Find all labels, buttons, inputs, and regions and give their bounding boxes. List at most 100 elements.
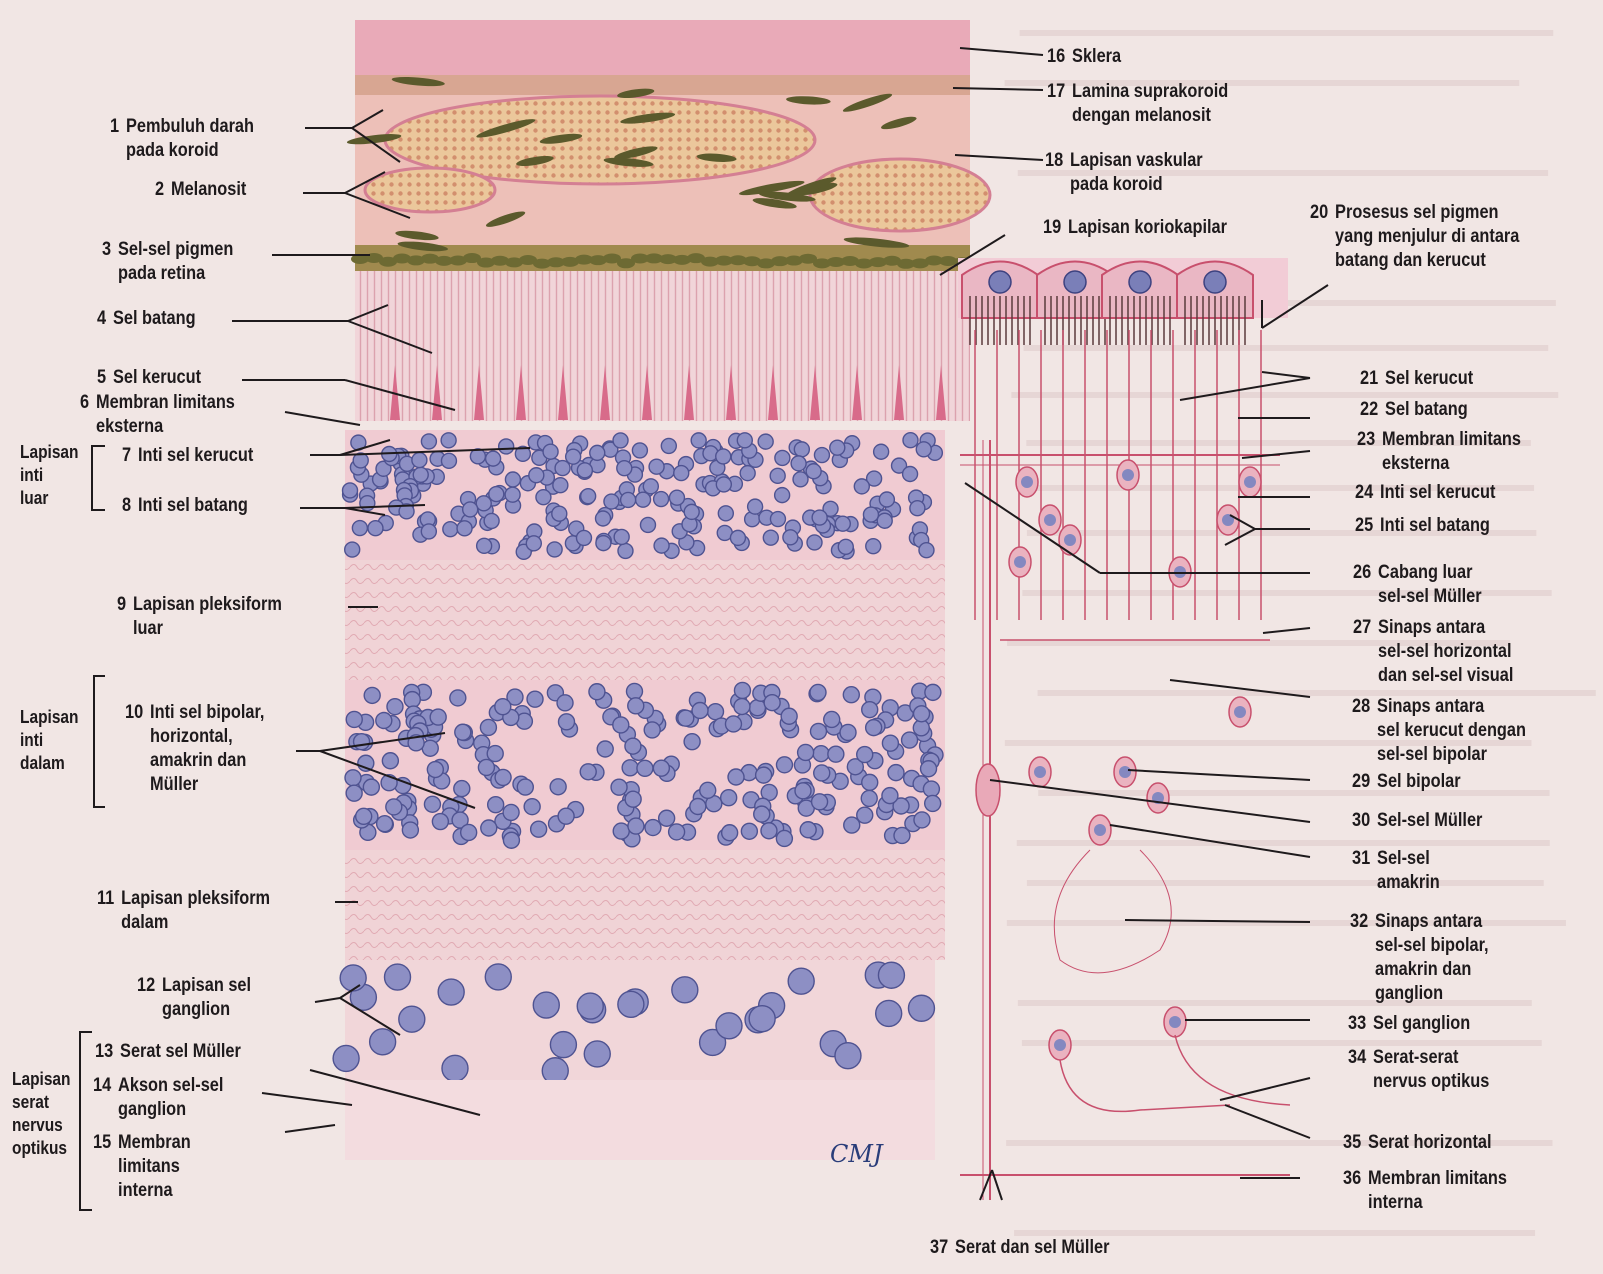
- nucleus: [543, 444, 558, 459]
- nucleus: [484, 513, 499, 528]
- nucleus: [597, 741, 613, 757]
- nucleus: [730, 530, 745, 545]
- nucleus: [659, 810, 675, 826]
- nucleus: [716, 477, 731, 492]
- nucleus: [716, 449, 731, 464]
- label-9: 9Lapisan pleksiformluar: [117, 593, 282, 641]
- nucleus: [529, 468, 544, 483]
- nucleus: [902, 732, 918, 748]
- nucleus: [776, 830, 792, 846]
- nucleus: [783, 530, 798, 545]
- leader-line: [1220, 1078, 1310, 1100]
- nucleus: [636, 492, 651, 507]
- nucleus: [862, 774, 878, 790]
- nucleus: [749, 700, 765, 716]
- nucleus: [903, 467, 918, 482]
- nucleus: [888, 765, 904, 781]
- cell-nucleus: [1034, 766, 1046, 778]
- nucleus: [781, 708, 797, 724]
- label-32: 32Sinaps antarasel-sel bipolar,amakrin d…: [1350, 910, 1489, 1006]
- cell-nucleus: [1054, 1039, 1066, 1051]
- label-16: 16Sklera: [1047, 45, 1121, 69]
- nucleus: [661, 438, 676, 453]
- nucleus: [919, 543, 934, 558]
- nucleus: [576, 530, 591, 545]
- background-text-line: [1011, 392, 1558, 398]
- nucleus: [352, 521, 367, 536]
- nucleus: [555, 461, 570, 476]
- nucleus: [812, 510, 827, 525]
- nucleus: [443, 522, 458, 537]
- nucleus: [882, 735, 898, 751]
- nucleus: [758, 434, 773, 449]
- nucleus: [499, 439, 514, 454]
- label-36: 36Membran limitansinterna: [1343, 1167, 1507, 1215]
- blood-vessel: [810, 159, 990, 231]
- nucleus: [625, 791, 641, 807]
- nucleus: [678, 710, 694, 726]
- nucleus: [346, 711, 362, 727]
- nucleus: [877, 513, 892, 528]
- nucleus: [580, 764, 596, 780]
- leader-line: [315, 998, 340, 1002]
- nucleus: [775, 488, 790, 503]
- nucleus: [863, 507, 878, 522]
- nucleus: [442, 1055, 468, 1081]
- nucleus: [364, 687, 380, 703]
- nucleus: [531, 821, 547, 837]
- nucleus: [764, 695, 780, 711]
- nucleus: [404, 692, 420, 708]
- nucleus: [878, 962, 904, 988]
- nucleus: [866, 720, 882, 736]
- nucleus: [399, 1006, 425, 1032]
- nucleus: [643, 479, 658, 494]
- nucleus: [542, 1058, 568, 1084]
- nucleus: [345, 770, 361, 786]
- nucleus: [721, 790, 737, 806]
- nucleus: [356, 808, 372, 824]
- nucleus: [838, 539, 853, 554]
- nucleus: [649, 459, 664, 474]
- label-30: 30Sel-sel Müller: [1352, 809, 1482, 833]
- nucleus: [854, 479, 869, 494]
- nucleus: [455, 724, 471, 740]
- nucleus: [844, 817, 860, 833]
- label-21: 21Sel kerucut: [1360, 367, 1473, 391]
- nucleus: [618, 991, 644, 1017]
- nucleus: [812, 794, 828, 810]
- nucleus: [879, 492, 894, 507]
- nucleus: [653, 760, 669, 776]
- background-text-line: [1020, 30, 1554, 36]
- nucleus: [748, 499, 763, 514]
- background-text-line: [1024, 345, 1549, 351]
- nucleus: [527, 691, 543, 707]
- nucleus: [613, 823, 629, 839]
- nucleus: [916, 442, 931, 457]
- cell-nucleus: [1244, 476, 1256, 488]
- pigment-nucleus: [1204, 271, 1226, 293]
- group-lapisan-inti-luar: Lapisanintiluar: [20, 441, 79, 510]
- nucleus: [728, 769, 744, 785]
- nucleus: [903, 433, 918, 448]
- nucleus: [840, 724, 856, 740]
- nucleus: [843, 687, 859, 703]
- nucleus: [708, 704, 724, 720]
- nucleus: [552, 506, 567, 521]
- nucleus: [640, 517, 655, 532]
- leader-line: [1225, 1105, 1310, 1138]
- nucleus: [596, 511, 611, 526]
- nucleus: [626, 683, 642, 699]
- label-2: 2Melanosit: [155, 178, 246, 202]
- nucleus: [763, 530, 778, 545]
- nucleus: [793, 472, 808, 487]
- pigment-nucleus: [1129, 271, 1151, 293]
- nucleus: [503, 804, 519, 820]
- nucleus: [550, 1032, 576, 1058]
